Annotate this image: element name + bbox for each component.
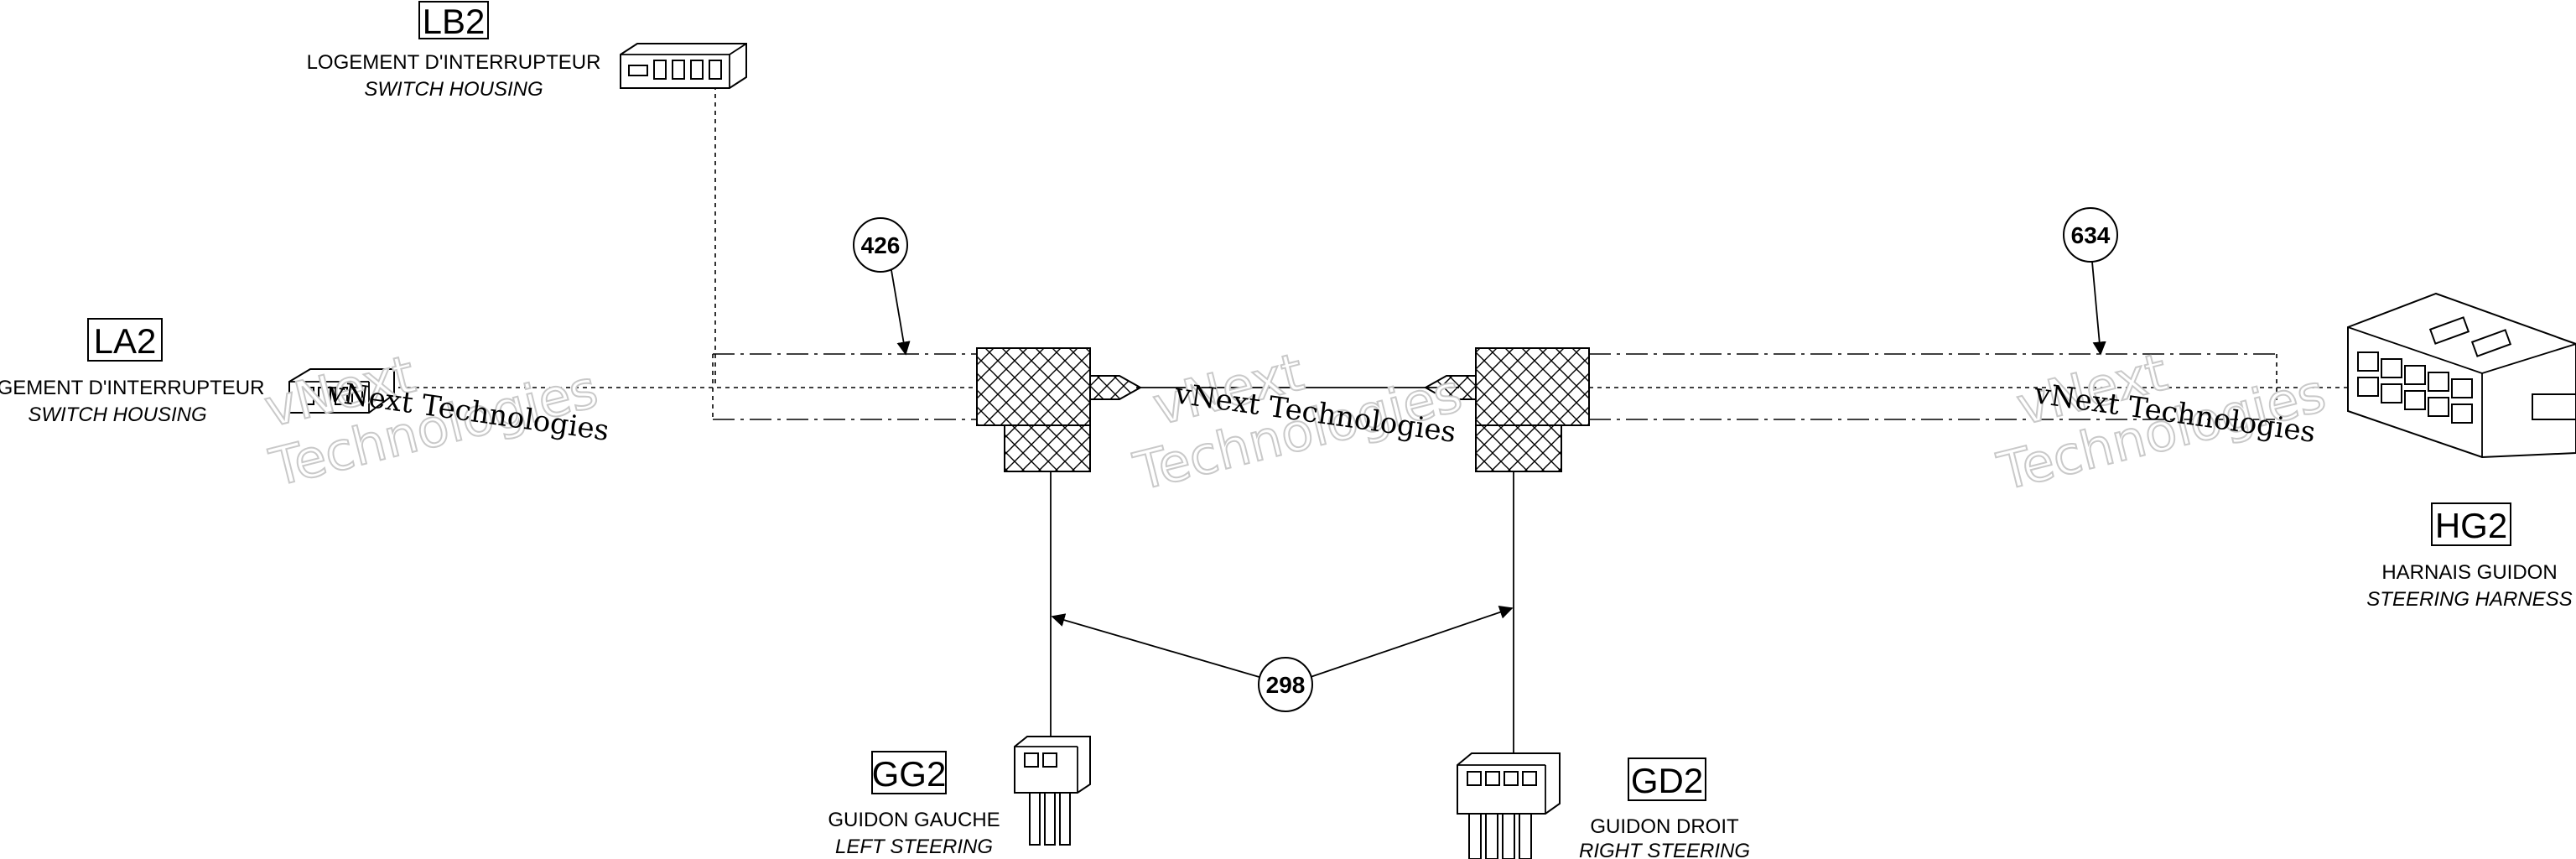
lb2-label-fr: LOGEMENT D'INTERRUPTEUR (307, 51, 601, 74)
gd2-code: GD2 (1631, 761, 1703, 800)
connector-gd2: GD2 GUIDON DROIT RIGHT STEERING (1457, 752, 1750, 859)
gg2-label-en: LEFT STEERING (835, 836, 993, 858)
connector-hg2: HG2 HARNAIS GUIDON STEERING HARNESS (2347, 292, 2576, 611)
gd2-label-en: RIGHT STEERING (1579, 840, 1750, 859)
dimension-426-label: 426 (861, 232, 901, 258)
hg2-label-en: STEERING HARNESS (2366, 588, 2572, 611)
gg2-connector-drawing (1014, 736, 1091, 846)
connector-la2: LA2 LOGEMENT D'INTERRUPTEUR SWITCH HOUSI… (0, 318, 395, 426)
la2-label-fr: LOGEMENT D'INTERRUPTEUR (0, 377, 264, 399)
lb2-connector-drawing (620, 43, 747, 89)
connector-lb2: LB2 LOGEMENT D'INTERRUPTEUR SWITCH HOUSI… (307, 1, 747, 101)
callout-634: 634 (2063, 207, 2118, 356)
dimension-634-label: 634 (2071, 222, 2111, 248)
harness-outline (712, 353, 2277, 420)
branch-wires (1050, 471, 1514, 755)
connector-gg2: GG2 GUIDON GAUCHE LEFT STEERING (828, 736, 1091, 858)
lb2-label-en: SWITCH HOUSING (364, 78, 543, 101)
gg2-code: GG2 (872, 754, 947, 794)
gg2-label-fr: GUIDON GAUCHE (828, 809, 1000, 831)
la2-code: LA2 (94, 321, 157, 361)
la2-label-en: SWITCH HOUSING (28, 403, 206, 426)
hg2-label-fr: HARNAIS GUIDON (2381, 561, 2557, 584)
callout-298: 298 (1051, 606, 1514, 712)
gd2-connector-drawing (1457, 752, 1561, 859)
gd2-label-fr: GUIDON DROIT (1590, 815, 1739, 838)
la2-connector-drawing (288, 368, 395, 414)
callout-426: 426 (853, 217, 911, 356)
hg2-connector-drawing (2347, 292, 2576, 459)
left-splice (976, 347, 1143, 472)
hg2-code: HG2 (2435, 506, 2507, 545)
right-splice (1423, 347, 1590, 472)
main-wire (340, 77, 2348, 388)
dimension-298-label: 298 (1266, 672, 1306, 698)
lb2-code: LB2 (423, 2, 486, 41)
